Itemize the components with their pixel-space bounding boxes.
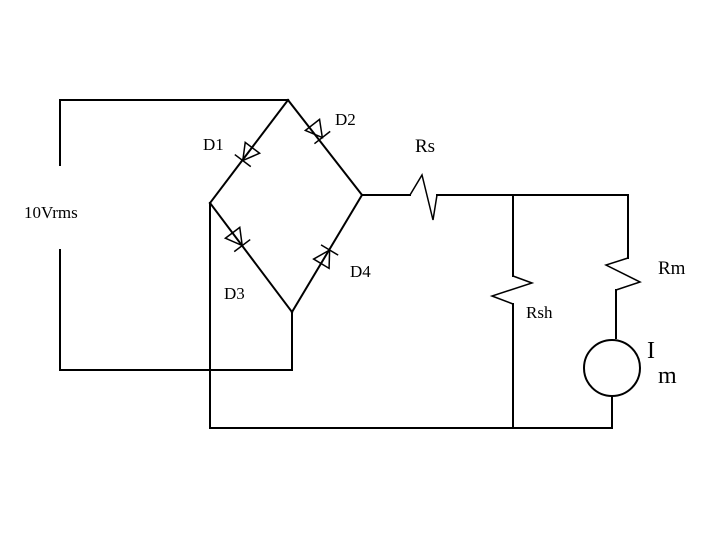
diode-d1 (234, 141, 262, 168)
im-subscript: m (658, 363, 677, 389)
diode-d2 (303, 117, 331, 145)
diode-d4 (312, 244, 339, 270)
source-label: 10Vrms (24, 203, 78, 222)
im-label: I (647, 338, 655, 364)
meter-resistor-rm (604, 194, 642, 339)
series-resistor-rs (361, 173, 629, 221)
d4-label: D4 (350, 262, 371, 281)
diode-d3 (223, 226, 251, 253)
rm-label: Rm (658, 258, 686, 279)
return-wire (209, 202, 613, 429)
rsh-label: Rsh (526, 303, 553, 322)
ac-source-wiring (59, 99, 293, 371)
ammeter-circle (583, 339, 641, 397)
bridge-rectifier (208, 98, 364, 314)
d3-label: D3 (224, 284, 245, 303)
d1-label: D1 (203, 135, 224, 154)
d2-label: D2 (335, 110, 356, 129)
rs-label: Rs (415, 136, 435, 157)
shunt-resistor-rsh (489, 194, 535, 429)
